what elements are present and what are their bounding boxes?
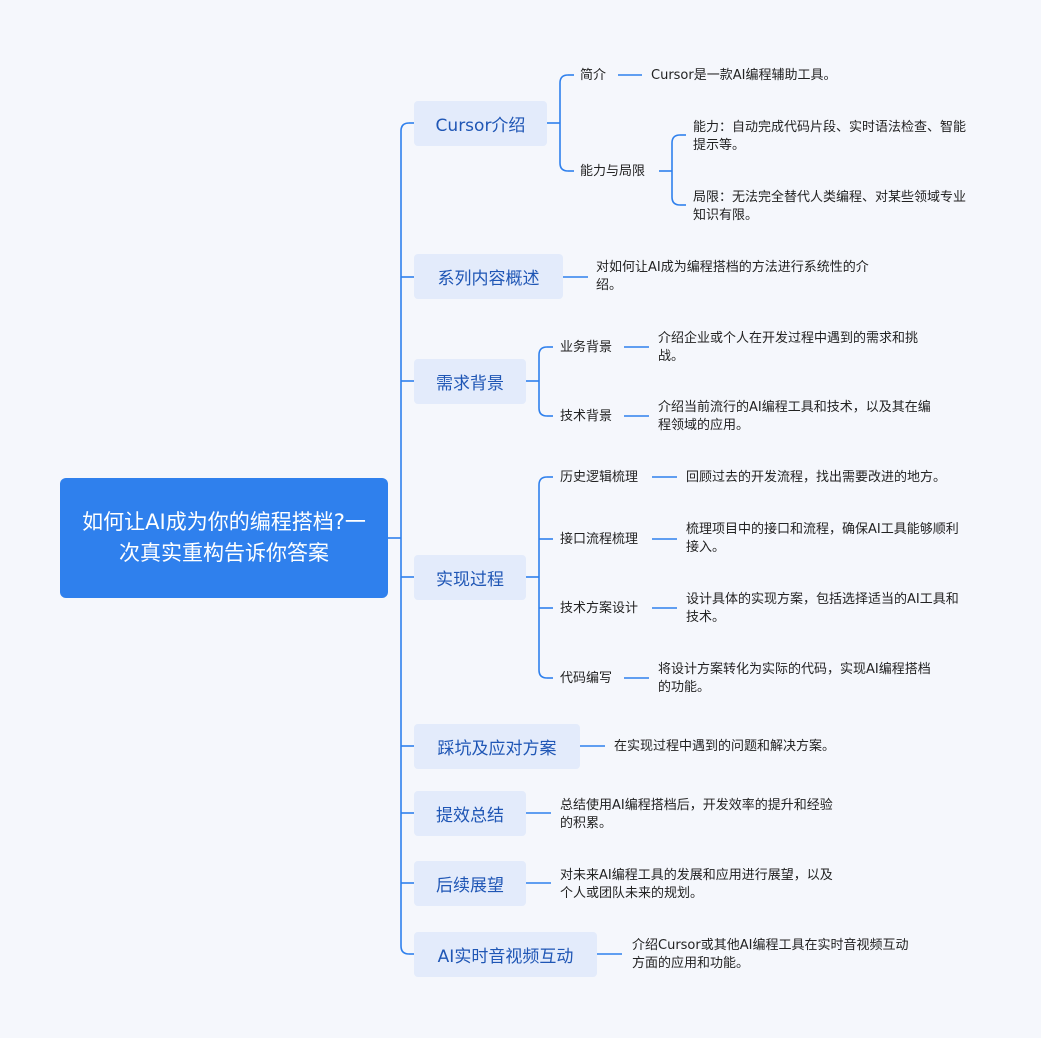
topic-efficiency-summary[interactable]: 提效总结: [414, 791, 526, 836]
leaf-limits: 局限：无法完全替代人类编程、对某些领域专业知识有限。: [693, 190, 967, 223]
leaf-series-overview: 对如何让AI成为编程搭档的方法进行系统性的介绍。: [596, 260, 869, 293]
leaf-ai-realtime-av: 介绍Cursor或其他AI编程工具在实时音视频互动方面的应用和功能。: [632, 938, 909, 971]
leaf-interface-flow: 梳理项目中的接口和流程，确保AI工具能够顺利接入。: [686, 522, 959, 555]
subtopic-ability-limits[interactable]: 能力与局限: [580, 164, 646, 179]
topic-requirement-background[interactable]: 需求背景: [414, 359, 526, 404]
leaf-history-logic: 回顾过去的开发流程，找出需要改进的地方。: [686, 470, 947, 485]
topic-ai-realtime-av[interactable]: AI实时音视频互动: [414, 932, 597, 977]
connector-line: [559, 74, 569, 172]
leaf-business-background: 介绍企业或个人在开发过程中遇到的需求和挑战。: [658, 331, 919, 364]
root-topic[interactable]: 如何让AI成为你的编程搭档?一次真实重构告诉你答案: [60, 478, 388, 598]
leaf-intro-desc: Cursor是一款AI编程辅助工具。: [651, 68, 837, 83]
connector-line: [400, 122, 410, 955]
topic-implementation[interactable]: 实现过程: [414, 555, 526, 600]
connector-line: [538, 476, 548, 679]
topic-series-overview[interactable]: 系列内容概述: [414, 254, 563, 299]
topic-cursor-intro[interactable]: Cursor介绍: [414, 101, 547, 146]
leaf-efficiency-summary: 总结使用AI编程搭档后，开发效率的提升和经验的积累。: [560, 798, 833, 831]
connector-line: [671, 134, 681, 206]
leaf-pitfalls-solutions: 在实现过程中遇到的问题和解决方案。: [614, 739, 836, 754]
subtopic-tech-background[interactable]: 技术背景: [560, 409, 613, 424]
leaf-coding: 将设计方案转化为实际的代码，实现AI编程搭档的功能。: [658, 662, 931, 695]
subtopic-coding[interactable]: 代码编写: [560, 671, 613, 686]
leaf-abilities: 能力：自动完成代码片段、实时语法检查、智能提示等。: [693, 120, 967, 153]
leaf-tech-background: 介绍当前流行的AI编程工具和技术，以及其在编程领域的应用。: [658, 400, 931, 433]
leaf-future-outlook: 对未来AI编程工具的发展和应用进行展望，以及个人或团队未来的规划。: [560, 868, 833, 901]
connector-line: [538, 346, 548, 417]
topic-pitfalls-solutions[interactable]: 踩坑及应对方案: [414, 724, 580, 769]
subtopic-tech-solution[interactable]: 技术方案设计: [560, 601, 639, 616]
subtopic-interface-flow[interactable]: 接口流程梳理: [560, 532, 639, 547]
subtopic-intro[interactable]: 简介: [580, 68, 607, 83]
leaf-tech-solution: 设计具体的实现方案，包括选择适当的AI工具和技术。: [686, 592, 959, 625]
subtopic-business-background[interactable]: 业务背景: [560, 340, 613, 355]
subtopic-history-logic[interactable]: 历史逻辑梳理: [560, 470, 639, 485]
topic-future-outlook[interactable]: 后续展望: [414, 861, 526, 906]
